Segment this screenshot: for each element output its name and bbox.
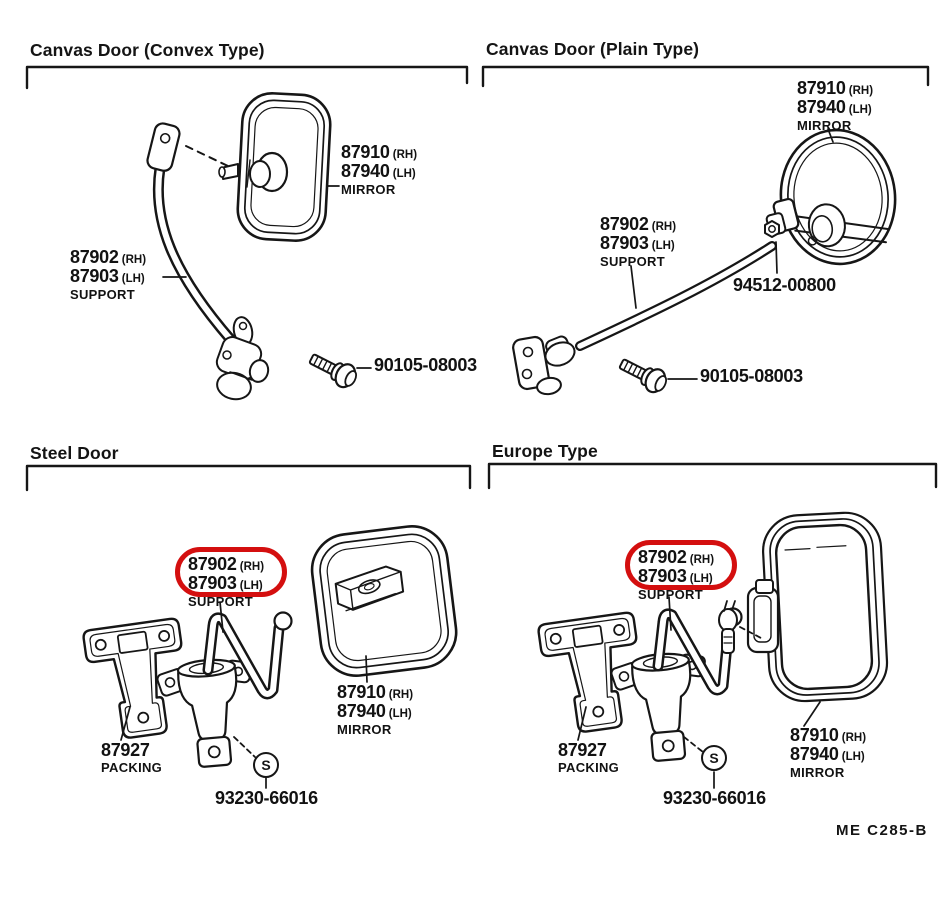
label-nut-plain: 94512-00800 [733, 275, 836, 295]
label-bolt-plain: 90105-08003 [700, 366, 803, 386]
highlight-oval [175, 547, 287, 597]
part-number: 87910 [797, 78, 846, 98]
part-side: (LH) [385, 708, 412, 720]
part-number: 87902 [600, 214, 649, 234]
part-caption: SUPPORT [600, 254, 665, 269]
part-number: 87910 [337, 682, 386, 702]
part-side: (LH) [686, 573, 713, 585]
part-number: 87940 [797, 97, 846, 117]
label-bolt-convex: 90105-08003 [374, 355, 477, 375]
part-side: (RH) [385, 689, 414, 701]
section-title-canvas-convex: Canvas Door (Convex Type) [30, 40, 265, 60]
part-side: (LH) [389, 168, 416, 180]
label-support-plain: 87902 (RH)87903 (LH) SUPPORT [600, 214, 677, 269]
part-number: 87927 [558, 740, 607, 760]
part-side: (LH) [845, 104, 872, 116]
part-side: (RH) [648, 221, 677, 233]
part-number: 87940 [341, 161, 390, 181]
part-number: 87902 [70, 247, 119, 267]
label-mirror-convex: 87910 (RH)87940 (LH) MIRROR [341, 142, 418, 197]
part-number: 87940 [790, 744, 839, 764]
part-caption: PACKING [101, 760, 163, 775]
part-number: 87910 [341, 142, 390, 162]
highlight-oval [625, 540, 737, 590]
part-side: (LH) [838, 751, 865, 763]
part-side: (RH) [118, 254, 147, 266]
part-number: 87903 [600, 233, 649, 253]
part-number: 93230-66016 [215, 788, 318, 808]
part-caption: SUPPORT [70, 287, 135, 302]
section-title-europe-type: Europe Type [492, 441, 598, 461]
part-side: (RH) [845, 85, 874, 97]
part-number: 87910 [790, 725, 839, 745]
label-support-convex: 87902 (RH)87903 (LH) SUPPORT [70, 247, 147, 302]
part-side: (RH) [389, 149, 418, 161]
part-side: (RH) [236, 561, 265, 573]
part-number: 93230-66016 [663, 788, 766, 808]
label-mirror-europe: 87910 (RH)87940 (LH) MIRROR [790, 725, 867, 780]
part-side: (LH) [118, 273, 145, 285]
section-title-steel-door: Steel Door [30, 443, 119, 463]
part-caption: MIRROR [337, 722, 392, 737]
label-screw-europe: 93230-66016 [663, 788, 766, 808]
part-caption: MIRROR [797, 118, 852, 133]
part-number: 90105-08003 [700, 366, 803, 386]
part-caption: SUPPORT [638, 587, 703, 602]
part-number: 87940 [337, 701, 386, 721]
label-mirror-steel: 87910 (RH)87940 (LH) MIRROR [337, 682, 414, 737]
screw-marker-steel: S [253, 752, 279, 778]
part-number: 94512-00800 [733, 275, 836, 295]
label-mirror-plain: 87910 (RH)87940 (LH) MIRROR [797, 78, 874, 133]
part-caption: MIRROR [341, 182, 396, 197]
page-code: ME C285-B [836, 822, 928, 839]
part-number: 87927 [101, 740, 150, 760]
part-caption: MIRROR [790, 765, 845, 780]
label-screw-steel: 93230-66016 [215, 788, 318, 808]
part-side: (RH) [838, 732, 867, 744]
section-title-canvas-plain: Canvas Door (Plain Type) [486, 39, 700, 59]
screw-marker-europe: S [701, 745, 727, 771]
part-number: 87903 [70, 266, 119, 286]
part-caption: PACKING [558, 760, 620, 775]
part-side: (RH) [686, 554, 715, 566]
part-caption: SUPPORT [188, 594, 253, 609]
part-side: (LH) [648, 240, 675, 252]
part-side: (LH) [236, 580, 263, 592]
part-number: 90105-08003 [374, 355, 477, 375]
